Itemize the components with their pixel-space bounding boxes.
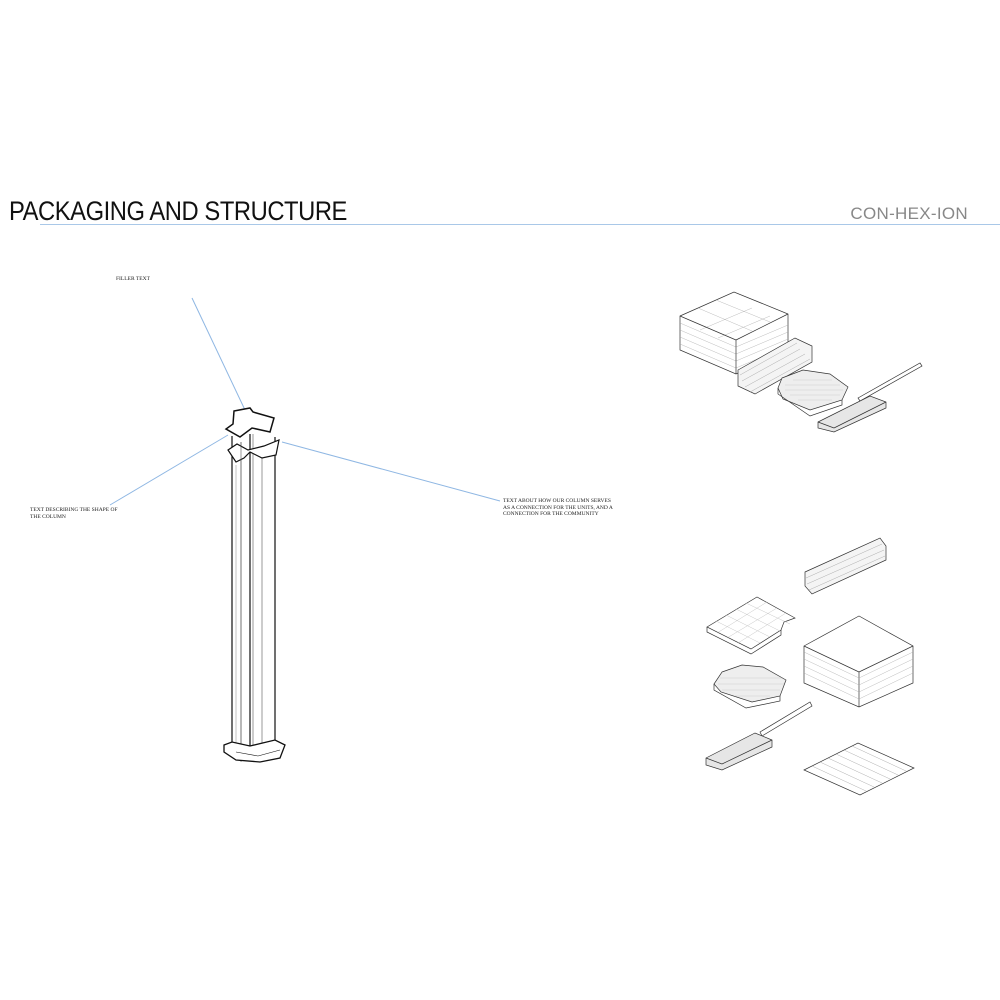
- ribbed-sheet: [803, 742, 915, 796]
- annotation-left-line: TEXT DESCRIBING THE SHAPE OF: [30, 507, 118, 513]
- annotation-right-line: AS A CONNECTION FOR THE UNITS, AND A: [503, 504, 613, 511]
- tile-plate: [706, 596, 796, 650]
- annotation-right-line: CONNECTION FOR THE COMMUNITY: [503, 511, 599, 517]
- annotation-left: TEXT DESCRIBING THE SHAPE OF THE COLUMN: [30, 507, 118, 520]
- packaged-bundle-drawing: [679, 291, 923, 433]
- stacked-sheets: [803, 615, 914, 708]
- leader-line-top: [191, 297, 246, 411]
- title-rule: [40, 224, 1000, 225]
- leader-line-left: [109, 434, 229, 506]
- annotation-top: FILLER TEXT: [116, 276, 150, 282]
- column-cap: [224, 407, 275, 438]
- annotation-right-line: TEXT ABOUT HOW OUR COLUMN SERVES: [503, 498, 611, 504]
- column-drawing: [223, 407, 286, 763]
- annotation-right: TEXT ABOUT HOW OUR COLUMN SERVES AS A CO…: [503, 498, 613, 518]
- slab: [705, 732, 773, 771]
- rod: [759, 701, 813, 737]
- annotation-left-line: THE COLUMN: [30, 513, 66, 520]
- leader-lines: [109, 297, 501, 506]
- project-name: CON-HEX-ION: [850, 204, 968, 223]
- page-title: PACKAGING AND STRUCTURE: [9, 196, 347, 226]
- column-base: [223, 739, 286, 763]
- leader-line-right: [281, 441, 501, 502]
- tube-bundle: [804, 537, 887, 595]
- exploded-components-drawing: [705, 537, 915, 796]
